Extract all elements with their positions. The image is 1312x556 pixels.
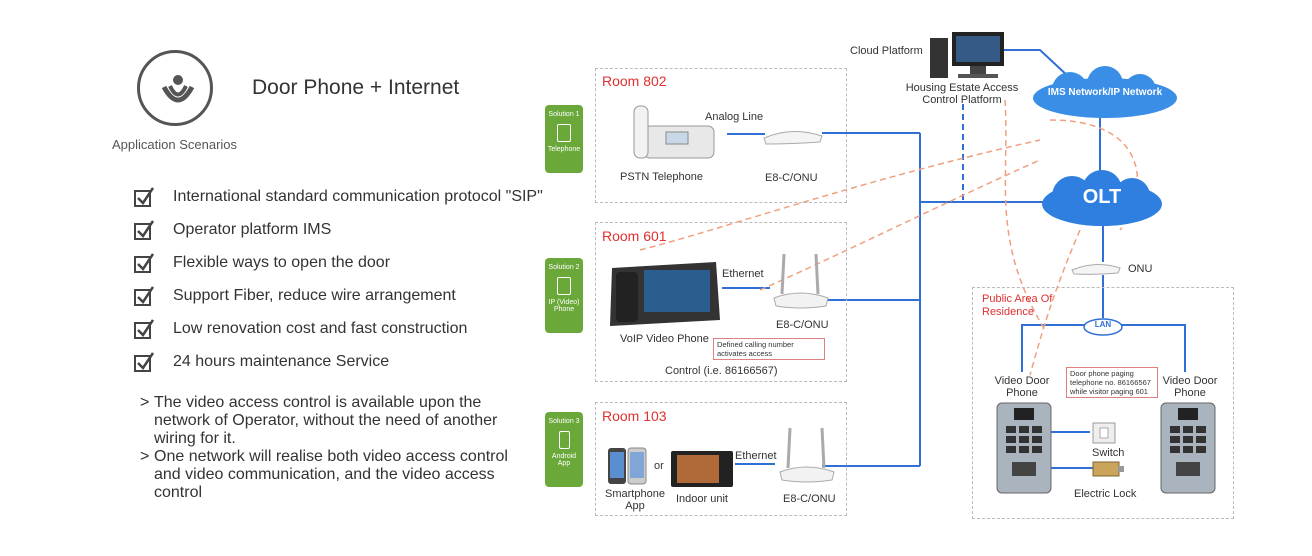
- ims-network-cloud-icon: [1033, 66, 1177, 118]
- checkbox-checked-icon: [134, 219, 154, 240]
- room-103-box: [595, 402, 847, 516]
- room-601-title: Room 601: [602, 228, 667, 244]
- ethernet-label: Ethernet: [735, 450, 777, 462]
- telephone-icon: [557, 124, 571, 142]
- onu-label: ONU: [1128, 263, 1153, 275]
- wifi-router-icon: [779, 428, 835, 483]
- checkbox-checked-icon: [134, 186, 154, 207]
- feature-item: Low renovation cost and fast constructio…: [134, 312, 543, 345]
- solution-1-badge: Solution 1 Telephone: [545, 105, 583, 173]
- smartphone-icon: [558, 431, 570, 449]
- voip-phone-label: VoIP Video Phone: [620, 333, 709, 345]
- notes: >The video access control is available u…: [140, 394, 520, 502]
- olt-cloud-icon: [1042, 170, 1162, 226]
- feature-item: 24 hours maintenance Service: [134, 345, 543, 378]
- note-item: >One network will realise both video acc…: [140, 448, 520, 502]
- control-label: Control (i.e. 86166567): [665, 365, 778, 377]
- calling-number-callout: Defined calling number activates access: [713, 338, 825, 360]
- feature-text: Low renovation cost and fast constructio…: [173, 319, 468, 337]
- room-601-box: [595, 222, 847, 382]
- cloud-platform-label: Cloud Platform: [850, 45, 923, 57]
- onu-label: E8-C/ONU: [776, 319, 829, 331]
- solution-type: Telephone: [547, 146, 581, 153]
- checkbox-checked-icon: [134, 351, 154, 372]
- note-text: One network will realise both video acce…: [154, 448, 508, 501]
- analog-line-label: Analog Line: [705, 111, 764, 123]
- video-door-phone-label: Video Door Phone: [1162, 375, 1218, 399]
- paging-callout: Door phone paging telephone no. 86166567…: [1066, 367, 1158, 398]
- note-item: >The video access control is available u…: [140, 394, 520, 448]
- video-door-phone-icon: [996, 402, 1052, 494]
- solution-type: Android App: [551, 453, 577, 467]
- public-area-title: Public Area Of Residence: [982, 293, 1053, 318]
- room-802-title: Room 802: [602, 73, 667, 89]
- lan-label: LAN: [1094, 320, 1112, 329]
- onu-label: E8-C/ONU: [765, 172, 818, 184]
- switch-label: Switch: [1092, 447, 1125, 459]
- feature-list: International standard communication pro…: [134, 180, 543, 378]
- checkbox-checked-icon: [134, 252, 154, 273]
- pstn-telephone-label: PSTN Telephone: [620, 171, 703, 183]
- housing-platform-label: Housing Estate Access Control Platform: [905, 82, 1019, 106]
- logo-caption: Application Scenarios: [112, 137, 238, 152]
- video-door-phone-icon: [1160, 402, 1216, 494]
- indoor-unit-label: Indoor unit: [676, 493, 728, 505]
- switch-icon: [1092, 422, 1116, 444]
- feature-text: International standard communication pro…: [173, 187, 543, 205]
- feature-item: Support Fiber, reduce wire arrangement: [134, 279, 543, 312]
- lan-cloud-icon: [1083, 318, 1123, 336]
- checkbox-checked-icon: [134, 285, 154, 306]
- room-103-title: Room 103: [602, 408, 667, 424]
- ethernet-label: Ethernet: [722, 268, 764, 280]
- solution-type: IP (Video) Phone: [548, 299, 580, 313]
- electric-lock-label: Electric Lock: [1074, 488, 1137, 500]
- onu-label: E8-C/ONU: [783, 493, 836, 505]
- people-icon: [161, 75, 195, 103]
- solution-2-badge: Solution 2 IP (Video) Phone: [545, 258, 583, 333]
- solution-number: Solution 3: [548, 418, 580, 425]
- solution-number: Solution 2: [548, 264, 580, 271]
- page-title: Door Phone + Internet: [252, 76, 460, 99]
- or-label: or: [654, 460, 664, 472]
- pstn-telephone-icon: [633, 105, 715, 159]
- olt-label: OLT: [1082, 186, 1122, 208]
- feature-text: Operator platform IMS: [173, 220, 332, 238]
- voip-video-phone-icon: [610, 262, 720, 326]
- feature-text: 24 hours maintenance Service: [173, 352, 390, 370]
- feature-text: Flexible ways to open the door: [173, 253, 391, 271]
- onu-router-icon: [763, 131, 823, 145]
- feature-item: Operator platform IMS: [134, 213, 543, 246]
- electric-lock-icon: [1092, 461, 1124, 477]
- ims-network-label: IMS Network/IP Network: [1047, 87, 1163, 98]
- feature-text: Support Fiber, reduce wire arrangement: [173, 286, 456, 304]
- onu-device-icon: [1071, 264, 1121, 275]
- checkbox-checked-icon: [134, 318, 154, 339]
- indoor-unit-icon: [671, 451, 733, 487]
- solution-number: Solution 1: [548, 111, 580, 118]
- ip-phone-icon: [557, 277, 571, 295]
- feature-item: International standard communication pro…: [134, 180, 543, 213]
- smartphone-app-label: Smartphone App: [605, 488, 665, 512]
- app-scenarios-logo: [137, 50, 213, 126]
- note-text: The video access control is available up…: [154, 394, 498, 447]
- public-area-box: [972, 287, 1234, 519]
- feature-item: Flexible ways to open the door: [134, 246, 543, 279]
- solution-3-badge: Solution 3 Android App: [545, 412, 583, 487]
- video-door-phone-label: Video Door Phone: [994, 375, 1050, 399]
- server-computer-icon: [930, 32, 1004, 78]
- wifi-router-icon: [773, 254, 829, 309]
- room-802-box: [595, 68, 847, 203]
- smartphone-icon: [608, 447, 647, 485]
